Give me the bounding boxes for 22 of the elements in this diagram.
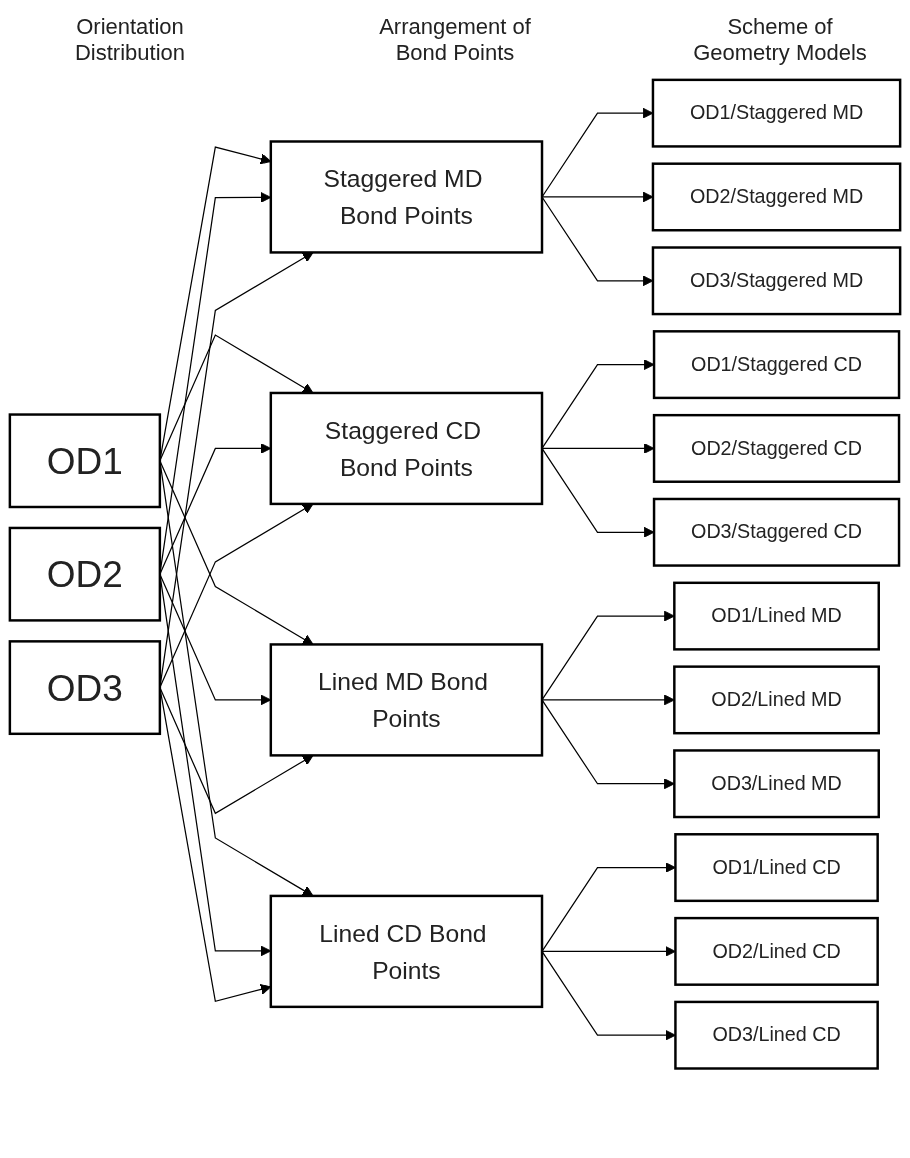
column-heading: Orientation Distribution [73, 14, 186, 66]
node-box: Staggered MD Bond Points [269, 140, 544, 254]
column-heading: Scheme of Geometry Models [692, 14, 868, 66]
node-box: OD1/Staggered MD [651, 78, 902, 148]
node-box: OD3 [8, 640, 162, 736]
node-box: OD3/Lined CD [674, 1000, 879, 1070]
node-box: OD1/Lined CD [674, 833, 879, 903]
node-box: OD1/Lined MD [673, 581, 880, 651]
node-box: OD2/Staggered CD [652, 413, 901, 483]
node-box: OD2/Lined MD [673, 665, 880, 735]
node-box: OD3/Staggered CD [652, 497, 901, 567]
node-box: OD1/Staggered CD [652, 330, 901, 400]
node-box: OD2 [8, 526, 162, 622]
node-box: OD3/Staggered MD [651, 246, 902, 316]
node-box: OD3/Lined MD [673, 749, 880, 819]
node-box: OD2/Lined CD [674, 916, 879, 986]
column-heading: Arrangement of Bond Points [378, 14, 532, 66]
node-box: Lined MD Bond Points [269, 643, 544, 757]
node-box: OD1 [8, 413, 162, 509]
node-box: OD2/Staggered MD [651, 162, 902, 232]
node-box: Staggered CD Bond Points [269, 391, 544, 506]
node-box: Lined CD Bond Points [269, 894, 544, 1009]
